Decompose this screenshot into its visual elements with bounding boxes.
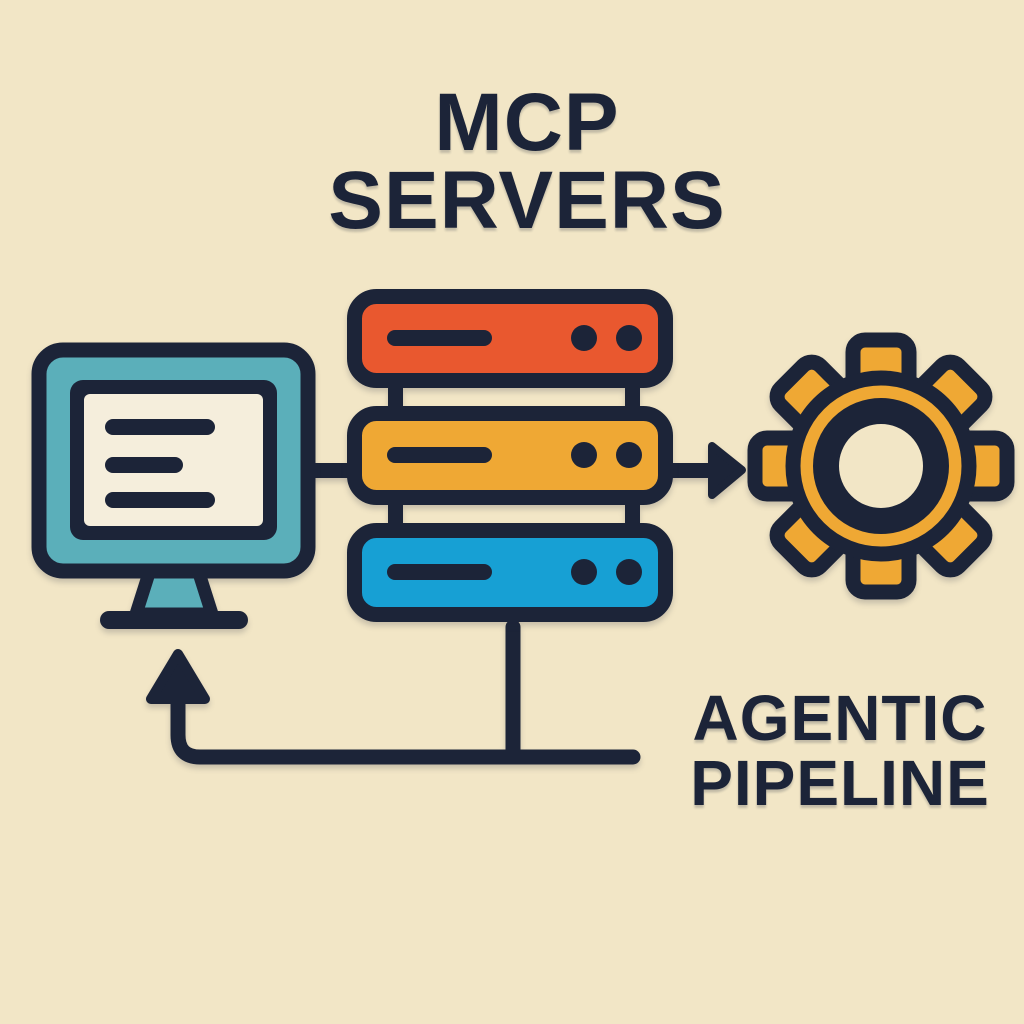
server-chassis — [347, 523, 673, 622]
feedback-loop-arrow — [146, 619, 641, 765]
server-led-dot — [616, 559, 642, 585]
server-slot-bar — [387, 330, 492, 346]
server-led-dot — [571, 559, 597, 585]
screen-text-line-1 — [105, 419, 215, 435]
server-row-bottom — [347, 523, 673, 622]
server-chassis — [347, 406, 673, 505]
server-led-dot — [616, 442, 642, 468]
title-mcp-servers: MCP SERVERS — [328, 77, 726, 246]
screen-text-line-3 — [105, 492, 215, 508]
server-led-dot — [571, 442, 597, 468]
label-line-1: AGENTIC — [692, 682, 988, 754]
label-line-2: PIPELINE — [690, 747, 990, 820]
server-led-dot — [616, 325, 642, 351]
server-row-top — [347, 289, 673, 388]
title-line-2: SERVERS — [328, 154, 726, 246]
server-slot-bar — [387, 564, 492, 580]
monitor-icon — [31, 342, 316, 629]
feedback-return-line — [170, 686, 641, 765]
arrow-shaft — [660, 463, 716, 478]
server-slot-bar — [387, 447, 492, 463]
gear-icon — [747, 332, 1015, 600]
arrowhead-up-icon — [146, 649, 210, 704]
server-row-middle — [347, 406, 673, 505]
screen-text-line-2 — [105, 457, 183, 473]
server-led-dot — [571, 325, 597, 351]
server-chassis — [347, 289, 673, 388]
label-agentic-pipeline: AGENTIC PIPELINE — [690, 682, 990, 820]
servers-to-gear-arrow — [660, 442, 746, 499]
gear-hub-hole — [813, 398, 949, 534]
server-stack-icon — [347, 289, 673, 622]
arrowhead-right-icon — [708, 442, 746, 499]
title-line-1: MCP — [434, 77, 620, 168]
